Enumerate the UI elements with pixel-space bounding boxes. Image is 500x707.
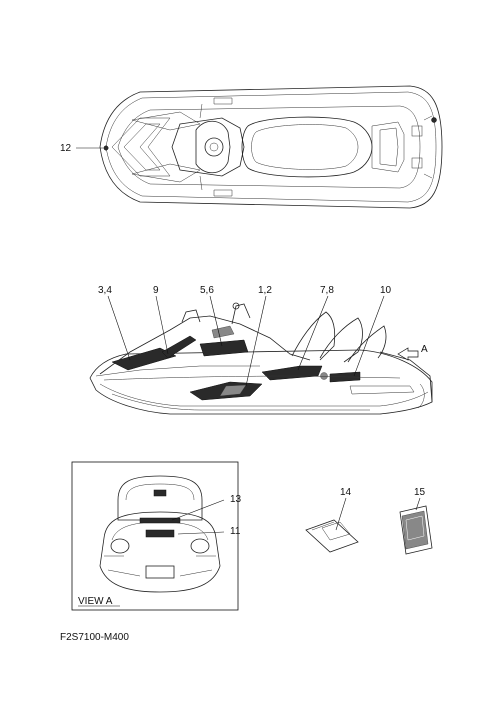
leader-13 [171,499,225,521]
leader-15 [415,497,421,511]
callout-1-2: 1,2 [258,285,272,296]
view-arrow-label: A [421,344,428,355]
leader-1-2 [245,295,267,387]
callout-11: 11 [230,526,241,537]
callout-15: 15 [414,487,426,498]
drawing-code: F2S7100-M400 [60,632,129,643]
callout-7-8: 7,8 [320,285,334,296]
callout-13: 13 [230,494,242,505]
leader-14 [335,497,347,531]
leader-10 [353,295,385,377]
leader-7-8 [297,295,329,371]
view-a-arrow [397,347,419,361]
view-a-label: VIEW A [78,596,113,607]
callout-14: 14 [340,487,352,498]
leader-5-6 [209,295,223,347]
callout-10: 10 [380,285,392,296]
callout-5-6: 5,6 [200,285,214,296]
callout-12: 12 [60,143,72,154]
callout-3-4: 3,4 [98,285,112,296]
leader-11 [177,531,225,535]
view-a-frame [71,461,239,611]
part-15-manual [399,505,433,555]
leader-3-4 [107,295,131,361]
leader-9 [155,295,169,355]
top-view-watercraft [99,85,443,209]
side-view-watercraft [89,302,433,415]
part-14-pouch [305,519,359,553]
callout-9: 9 [153,285,159,296]
rear-view-watercraft [99,475,221,593]
